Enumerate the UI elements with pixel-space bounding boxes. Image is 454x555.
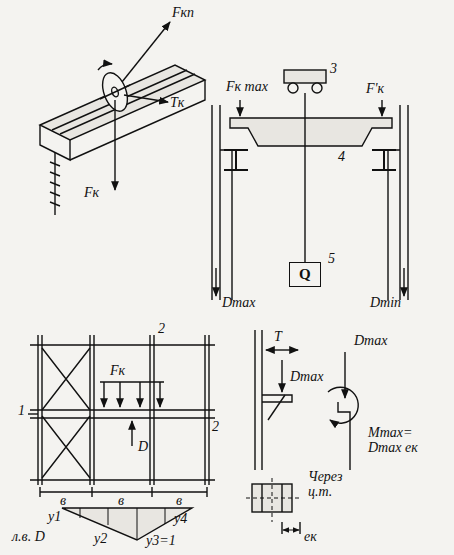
drawing-stroke <box>304 93 305 262</box>
drawing-stroke <box>281 360 282 392</box>
force-label: Dmax <box>290 370 323 385</box>
crane-rail-beam <box>40 65 205 160</box>
drawing-stroke <box>282 522 300 534</box>
load-box: Q <box>289 262 321 287</box>
drawing-stroke <box>328 387 358 423</box>
force-label: Fкп <box>172 6 194 21</box>
drawing-stroke <box>98 64 112 70</box>
drawing-stroke <box>139 382 140 407</box>
drawing-stroke <box>131 421 132 446</box>
callout-number: 3 <box>330 62 337 77</box>
drawing-stroke <box>119 382 120 407</box>
rail-support-wire <box>50 152 60 215</box>
force-label: T <box>274 330 282 345</box>
dimension-label: в <box>60 494 66 509</box>
drawing-stroke <box>268 395 285 420</box>
drawing-stroke <box>403 268 404 296</box>
drawing-stroke <box>114 100 115 190</box>
ordinate-label: y3=1 <box>146 534 176 549</box>
drawing-stroke <box>212 105 220 300</box>
drawing-stroke <box>122 22 170 82</box>
force-label: Fк <box>110 364 125 379</box>
drawing-stroke <box>381 100 382 116</box>
label: Dmin <box>370 296 401 311</box>
callout-number: 1 <box>18 404 25 419</box>
crane-runway-beam <box>224 150 396 170</box>
callout-number: 5 <box>328 252 335 267</box>
moment-formula: Mmax= Dmax eк <box>368 426 446 455</box>
column-detail <box>255 330 298 470</box>
drawing-stroke <box>28 413 38 414</box>
ordinate-label: y2 <box>94 532 107 547</box>
drawing-stroke <box>255 330 262 470</box>
drawing-stroke <box>266 349 298 350</box>
drawing-stroke <box>312 83 322 93</box>
drawing-stroke <box>30 345 215 480</box>
drawing-stroke <box>50 162 60 206</box>
callout-number: 4 <box>338 150 345 165</box>
crane-trolley <box>284 70 326 262</box>
drawing-stroke <box>283 530 299 531</box>
drawing-stroke <box>224 150 248 170</box>
drawing-stroke <box>42 348 90 478</box>
drawing-stroke <box>215 268 216 296</box>
drawing-stroke <box>124 95 168 102</box>
label: Dmax <box>222 296 255 311</box>
drawing-stroke <box>40 65 205 140</box>
frame-elevation <box>28 335 215 485</box>
dimension-label: eк <box>304 530 317 545</box>
crane-bridge <box>230 118 392 146</box>
force-arrow <box>216 100 404 296</box>
drawing-stroke <box>400 105 408 300</box>
column-section <box>246 478 300 534</box>
drawing-stroke <box>103 382 104 407</box>
drawing-stroke <box>288 83 298 93</box>
callout-number: 2 <box>158 322 165 337</box>
drawing-stroke <box>372 150 396 170</box>
force-arrow <box>98 22 170 190</box>
load-label: Q <box>299 266 311 282</box>
drawing-stroke <box>284 70 326 83</box>
drawing-stroke <box>100 381 164 382</box>
dimension-label: в <box>176 494 182 509</box>
force-label: Tк <box>170 96 184 111</box>
diagram-label: л.в. D <box>12 530 45 545</box>
drawing-stroke <box>230 118 392 146</box>
force-label: F'к <box>366 82 384 97</box>
note-label: Через ц.т. <box>308 470 348 499</box>
drawing-stroke <box>344 352 345 398</box>
force-label: Dmax <box>354 334 387 349</box>
drawing-stroke <box>338 402 350 470</box>
force-label: Fк <box>84 186 99 201</box>
ordinate-label: y4 <box>174 512 187 527</box>
dimension-label: в <box>118 494 124 509</box>
column-scheme <box>328 352 358 470</box>
callout-number: 2 <box>212 420 219 435</box>
wheel-load-arrow <box>100 382 164 446</box>
ordinate-label: y1 <box>48 510 61 525</box>
drawing-stroke <box>246 478 300 522</box>
drawing-stroke <box>388 150 400 300</box>
drawing-stroke <box>100 85 130 99</box>
force-label: D <box>138 440 148 455</box>
building-column <box>212 105 408 300</box>
drawing-stroke <box>239 100 240 116</box>
drawing-stroke <box>159 382 160 407</box>
drawing-stroke <box>262 395 292 402</box>
drawing-stroke <box>30 410 215 418</box>
force-label: Fк max <box>226 80 268 95</box>
drawing-stroke <box>220 150 232 300</box>
